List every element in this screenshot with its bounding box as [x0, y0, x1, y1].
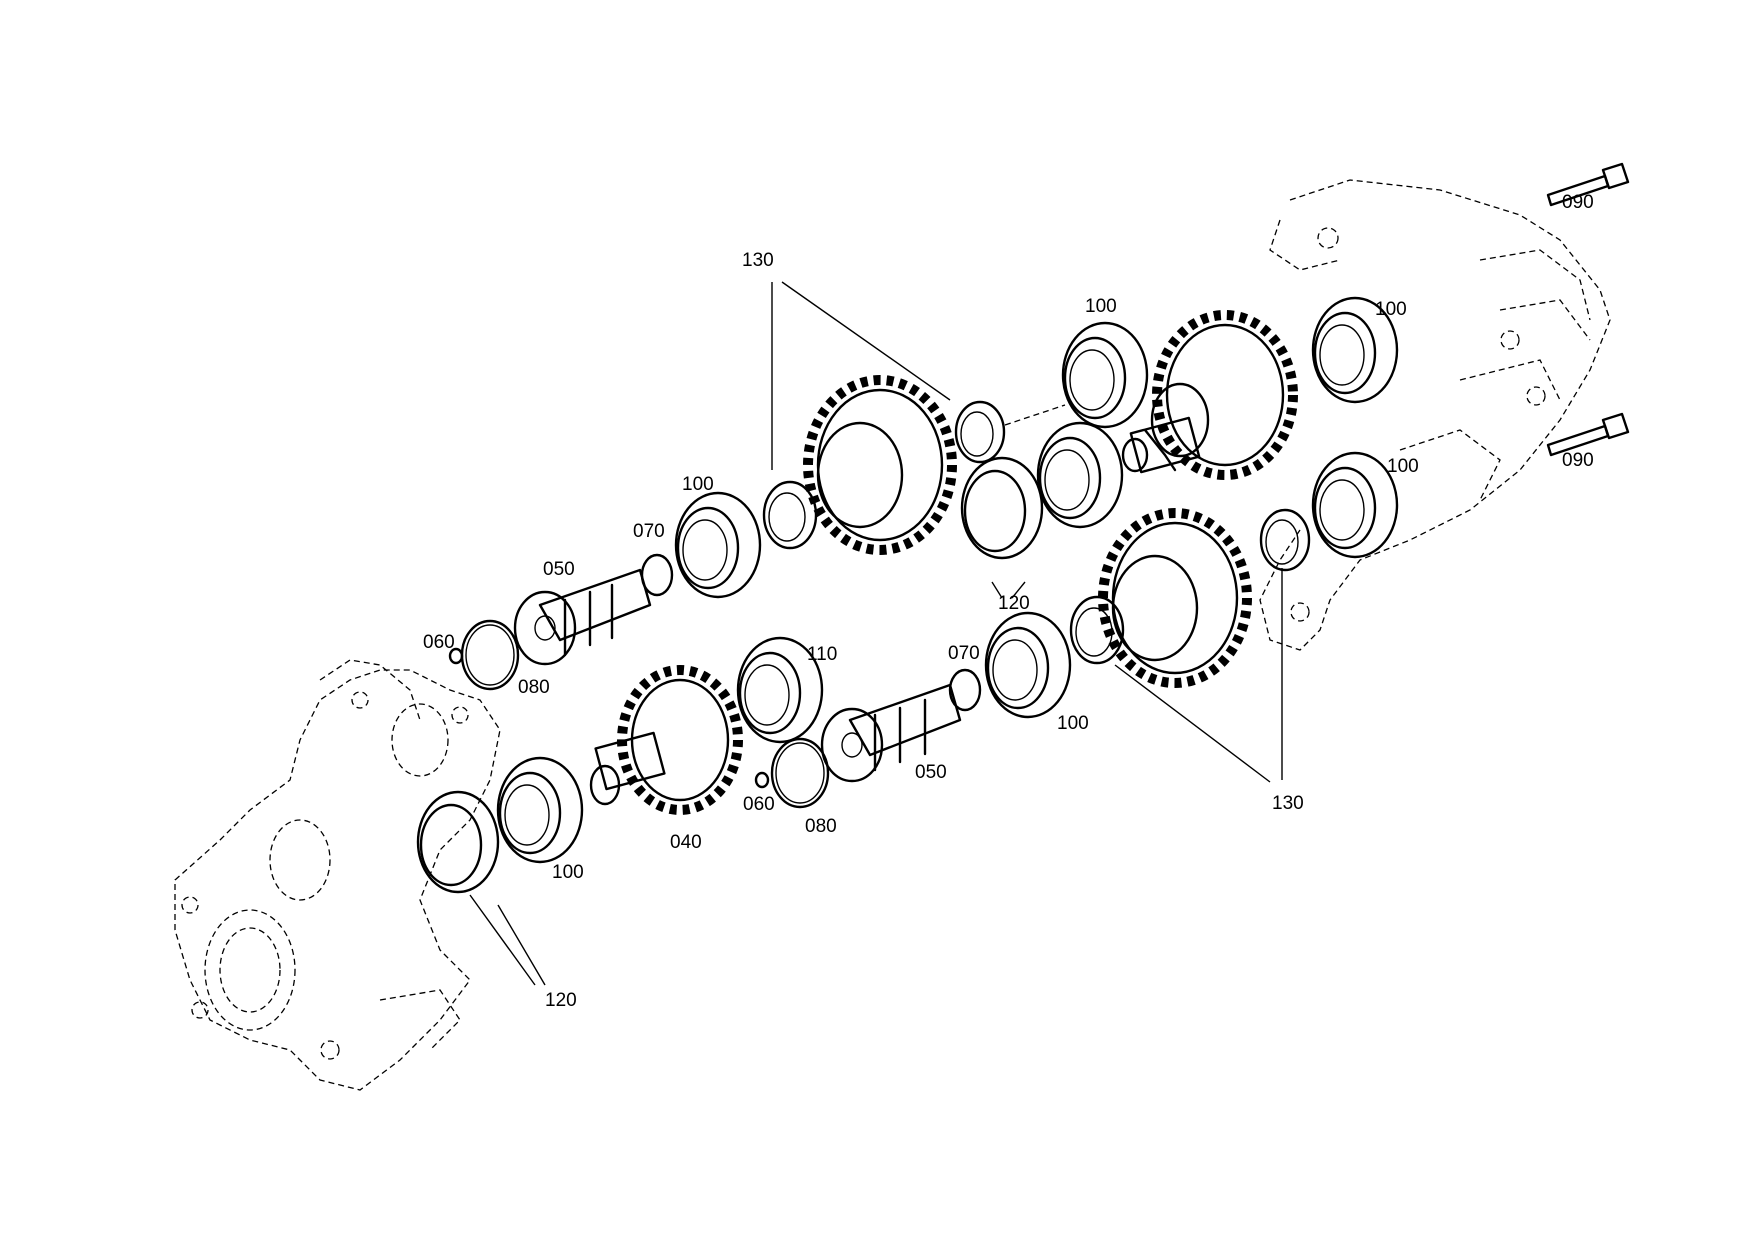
callout-050-lower: 050: [915, 762, 947, 783]
plug-060-upper: [448, 647, 464, 665]
callout-080-upper: 080: [518, 677, 550, 698]
spacer-ring-130-lower: [1069, 595, 1125, 665]
spacer-ring-130-top: [954, 400, 1006, 464]
callout-040: 040: [670, 832, 702, 853]
callout-100-top-right: 100: [1375, 299, 1407, 320]
callout-100-right: 100: [1387, 456, 1419, 477]
callout-130-top: 130: [742, 250, 774, 271]
bolt-090-mid: [1546, 412, 1630, 457]
callout-070-upper: 070: [633, 521, 665, 542]
callout-120-bottom: 120: [545, 990, 577, 1011]
bearing-100-top-mid: [1061, 321, 1149, 429]
bearing-100-top-right: [1311, 296, 1399, 404]
callout-120-mid: 120: [998, 593, 1030, 614]
callout-090-mid: 090: [1562, 450, 1594, 471]
callout-100-lower-mid: 100: [1057, 713, 1089, 734]
callout-090-top: 090: [1562, 192, 1594, 213]
spacer-ring-130-upper: [762, 480, 818, 550]
callout-060-upper: 060: [423, 632, 455, 653]
callout-110: 110: [807, 644, 837, 665]
bearing-100-lower-mid: [984, 611, 1072, 719]
callout-labels: 130 100 100 090 090 100 100 070 050 060 …: [423, 192, 1594, 1011]
snap-ring-070-lower: [948, 668, 982, 712]
bearing-100-upper-left: [674, 491, 762, 599]
lower-shaft-assembly: [416, 508, 1252, 894]
left-housing-phantom: [174, 659, 501, 1091]
shaft-050-upper: [513, 568, 652, 666]
shaft-050-lower: [820, 683, 962, 783]
callout-130-bottom: 130: [1272, 793, 1304, 814]
plug-060-lower: [754, 771, 770, 789]
gear-040: [589, 665, 743, 815]
gear-upper-middle: [803, 375, 957, 555]
callout-070-lower: 070: [948, 643, 980, 664]
ring-120-lower-left: [416, 790, 500, 894]
bearing-110: [736, 636, 824, 744]
callout-060-lower: 060: [743, 794, 775, 815]
o-ring-080-upper: [460, 619, 520, 691]
callout-100-left-upper: 100: [682, 474, 714, 495]
bearing-100-right: [1311, 451, 1399, 559]
bearing-100-lower-left: [496, 756, 584, 864]
right-housing-phantom: [1259, 179, 1611, 651]
callout-050-upper: 050: [543, 559, 575, 580]
ring-120-mid: [960, 456, 1044, 560]
bolt-090-top: [1546, 162, 1630, 207]
gear-lower-right: [1098, 508, 1252, 688]
leader-lines: [469, 281, 1283, 986]
upper-shaft-assembly: [448, 296, 1399, 691]
spacer-ring-130-right: [1259, 508, 1311, 572]
gear-upper-right: [1121, 310, 1298, 480]
callout-080-lower: 080: [805, 816, 837, 837]
callout-100-top-mid: 100: [1085, 296, 1117, 317]
o-ring-080-lower: [770, 737, 830, 809]
bearing-middle: [1036, 421, 1124, 529]
callout-100-lower-left: 100: [552, 862, 584, 883]
